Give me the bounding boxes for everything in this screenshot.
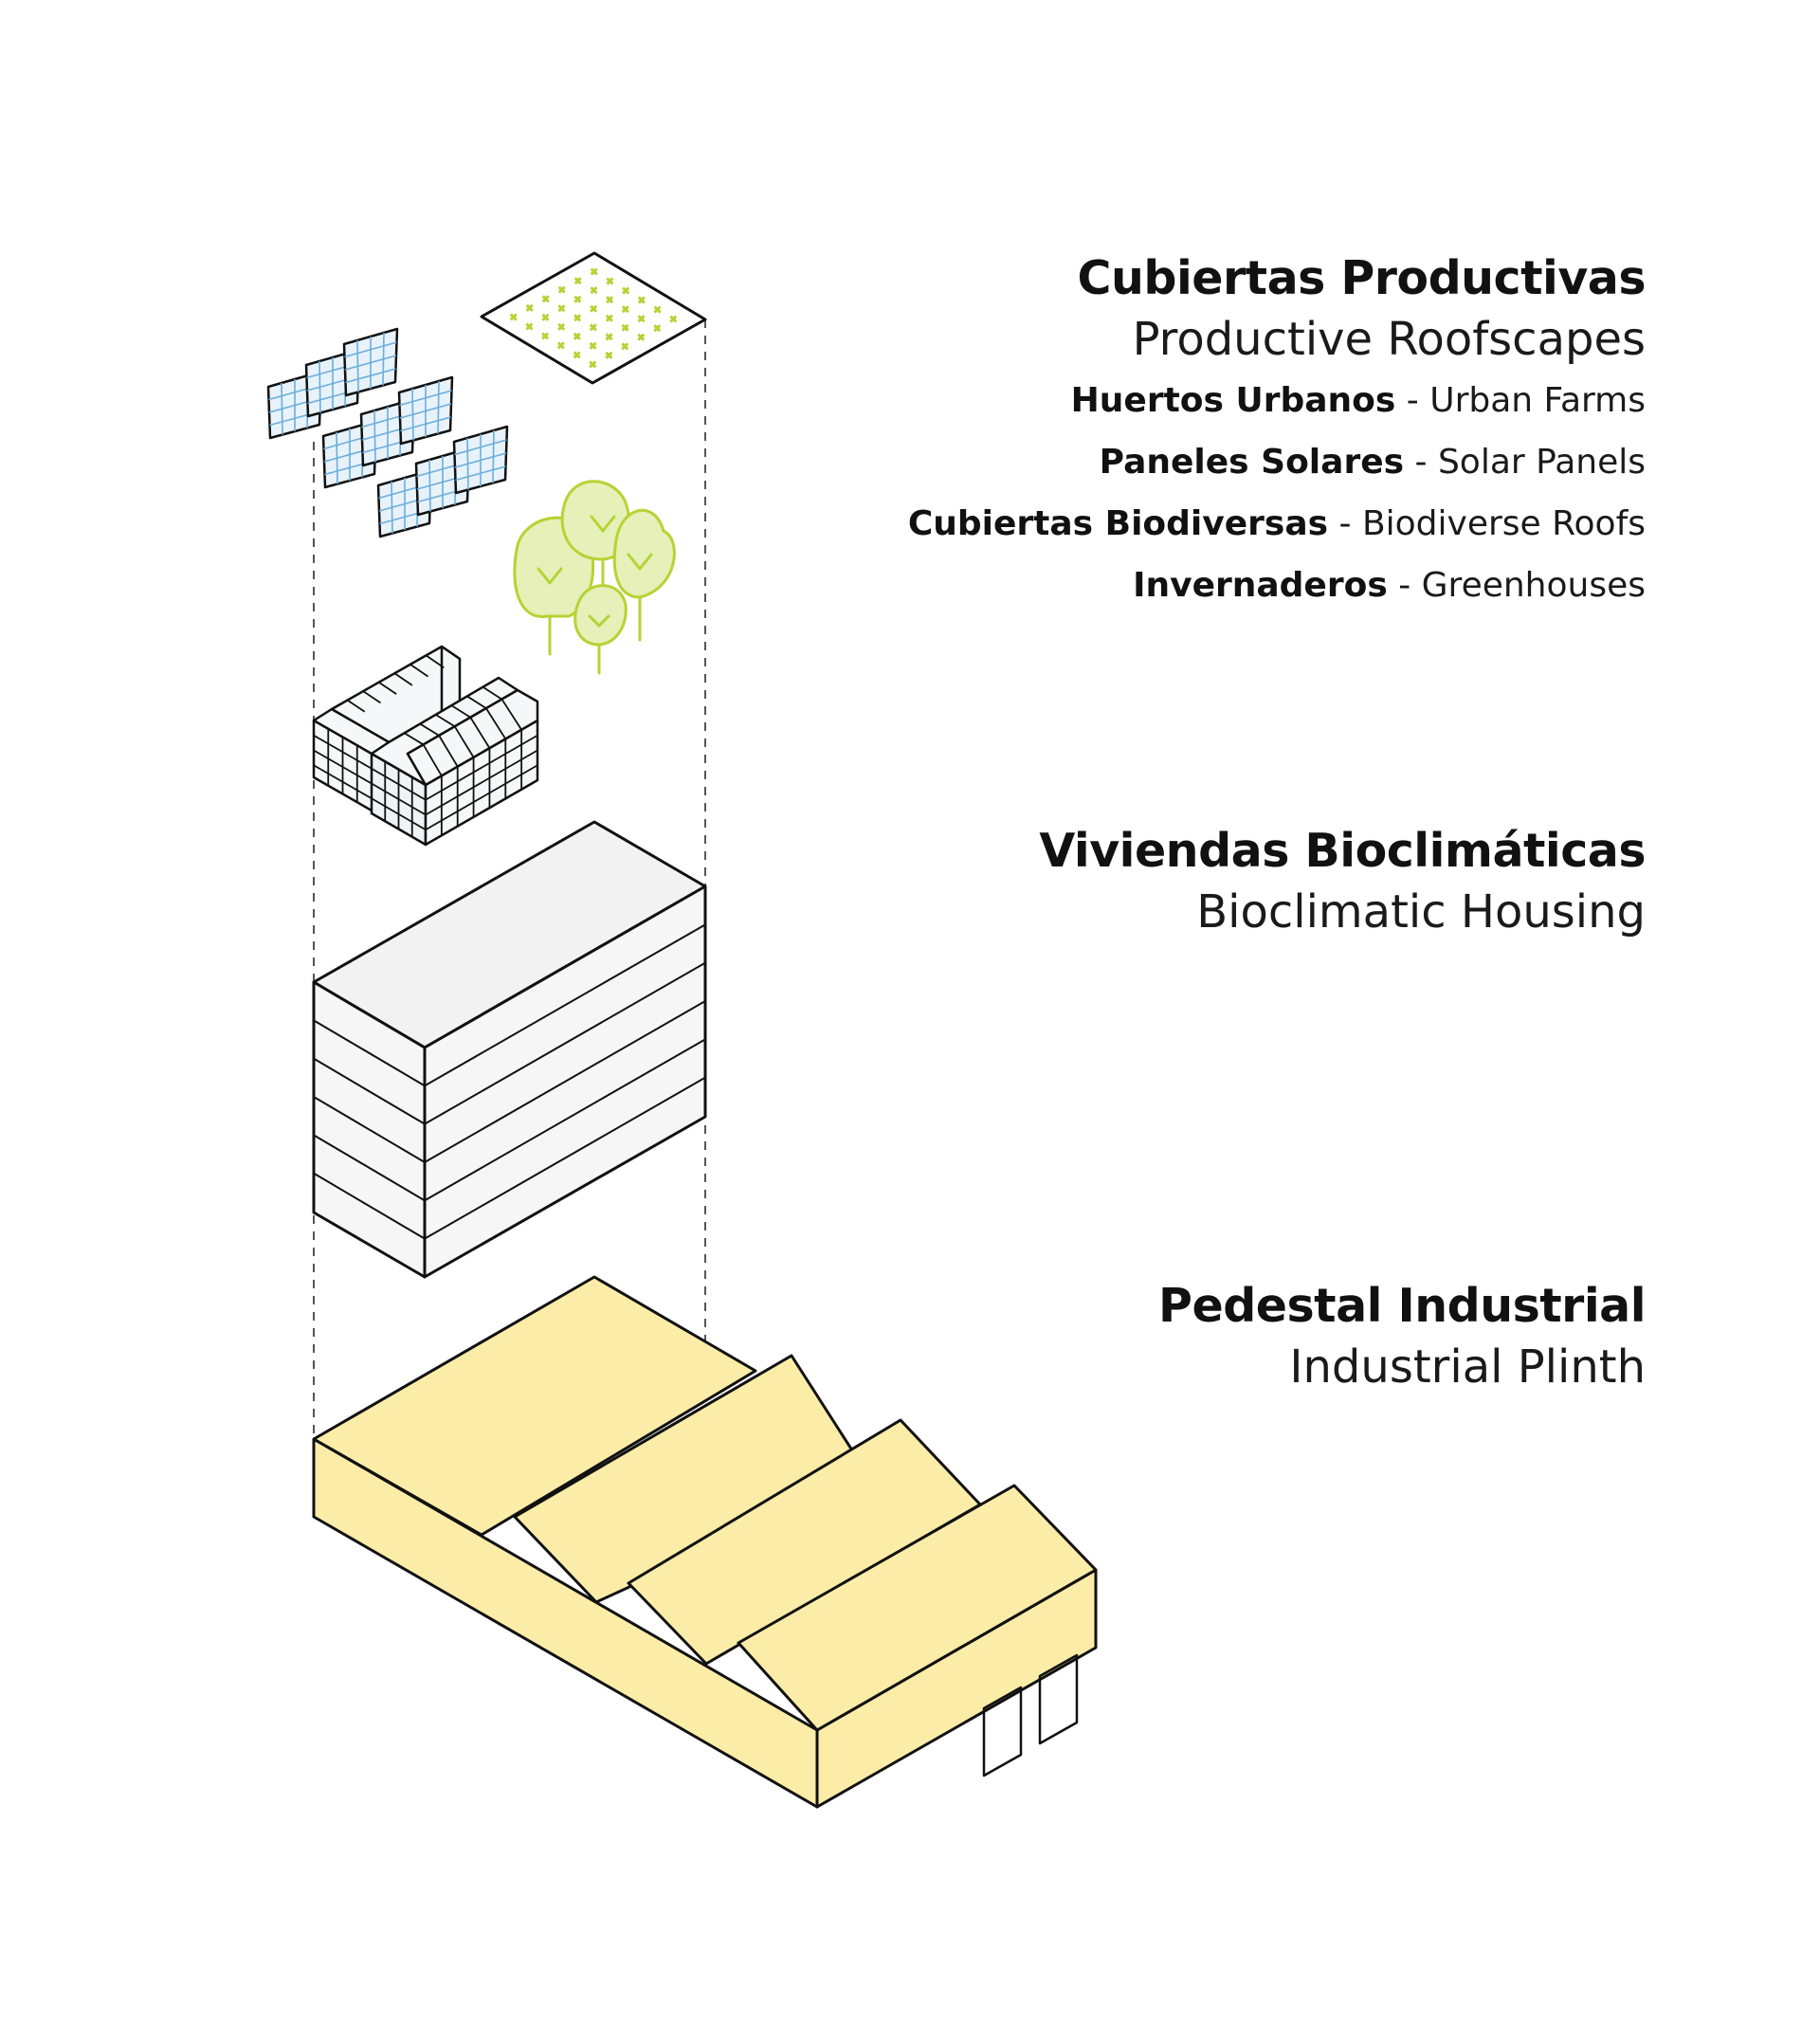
farm-mark — [541, 295, 550, 303]
farm-mark — [541, 332, 550, 340]
solar-panel — [452, 425, 509, 495]
farm-mark — [573, 351, 581, 359]
farm-mark — [621, 305, 629, 314]
farm-mark — [606, 296, 614, 304]
label-group-roofs: Cubiertas Productivas Productive Roofsca… — [908, 248, 1647, 616]
farm-mark — [637, 333, 646, 341]
farm-mark — [637, 296, 646, 304]
farm-mark — [637, 315, 646, 323]
greenhouse-icon — [312, 645, 539, 847]
roofs-title: Cubiertas Productivas — [1077, 251, 1647, 305]
farm-mark — [653, 305, 662, 314]
urban-farm-icon — [480, 251, 707, 385]
list-item: Huertos Urbanos - Urban Farms — [1070, 381, 1646, 420]
farm-mark — [590, 286, 598, 295]
tree-icon — [513, 480, 676, 675]
solar-panel-icon — [266, 327, 509, 538]
farm-mark — [573, 314, 582, 322]
housing-subtitle: Bioclimatic Housing — [1196, 885, 1646, 939]
farm-mark — [557, 304, 566, 313]
projection-lines — [313, 319, 706, 1436]
roofs-subtitle: Productive Roofscapes — [1132, 313, 1646, 366]
farm-mark — [525, 303, 534, 312]
housing-block — [312, 820, 707, 1279]
farm-mark — [605, 333, 613, 341]
farm-mark — [541, 313, 550, 321]
plinth-title: Pedestal Industrial — [1158, 1279, 1646, 1333]
farm-mark — [557, 285, 566, 294]
farm-mark — [573, 277, 582, 285]
farm-mark — [525, 322, 534, 331]
farm-mark — [606, 277, 614, 285]
farm-mark — [605, 314, 613, 322]
industrial-plinth — [312, 1275, 1098, 1809]
list-item: Cubiertas Biodiversas - Biodiverse Roofs — [907, 504, 1646, 543]
farm-mark — [573, 295, 582, 303]
list-item: Invernaderos - Greenhouses — [1133, 566, 1646, 605]
farm-mark — [621, 342, 629, 351]
farm-mark — [622, 286, 630, 295]
farm-mark — [557, 322, 566, 331]
plinth-subtitle: Industrial Plinth — [1289, 1340, 1646, 1394]
farm-mark — [589, 341, 597, 350]
roof-items-list: Huertos Urbanos - Urban Farms Paneles So… — [908, 370, 1646, 616]
solar-panel — [397, 375, 454, 446]
farm-mark — [573, 332, 581, 340]
solar-panel — [342, 327, 399, 397]
farm-mark — [589, 360, 597, 369]
farm-mark — [509, 313, 518, 321]
farm-mark — [589, 323, 597, 332]
farm-mark — [653, 324, 662, 333]
farm-mark — [590, 267, 598, 276]
farm-mark — [556, 341, 565, 350]
label-group-housing: Viviendas Bioclimáticas Bioclimatic Hous… — [1039, 821, 1646, 942]
farm-mark — [669, 315, 678, 323]
housing-title: Viviendas Bioclimáticas — [1039, 824, 1646, 878]
farm-mark — [621, 323, 629, 332]
farm-mark — [590, 304, 598, 313]
label-group-plinth: Pedestal Industrial Industrial Plinth — [1158, 1276, 1646, 1397]
list-item: Paneles Solares - Solar Panels — [1099, 443, 1646, 482]
farm-mark — [605, 351, 613, 359]
